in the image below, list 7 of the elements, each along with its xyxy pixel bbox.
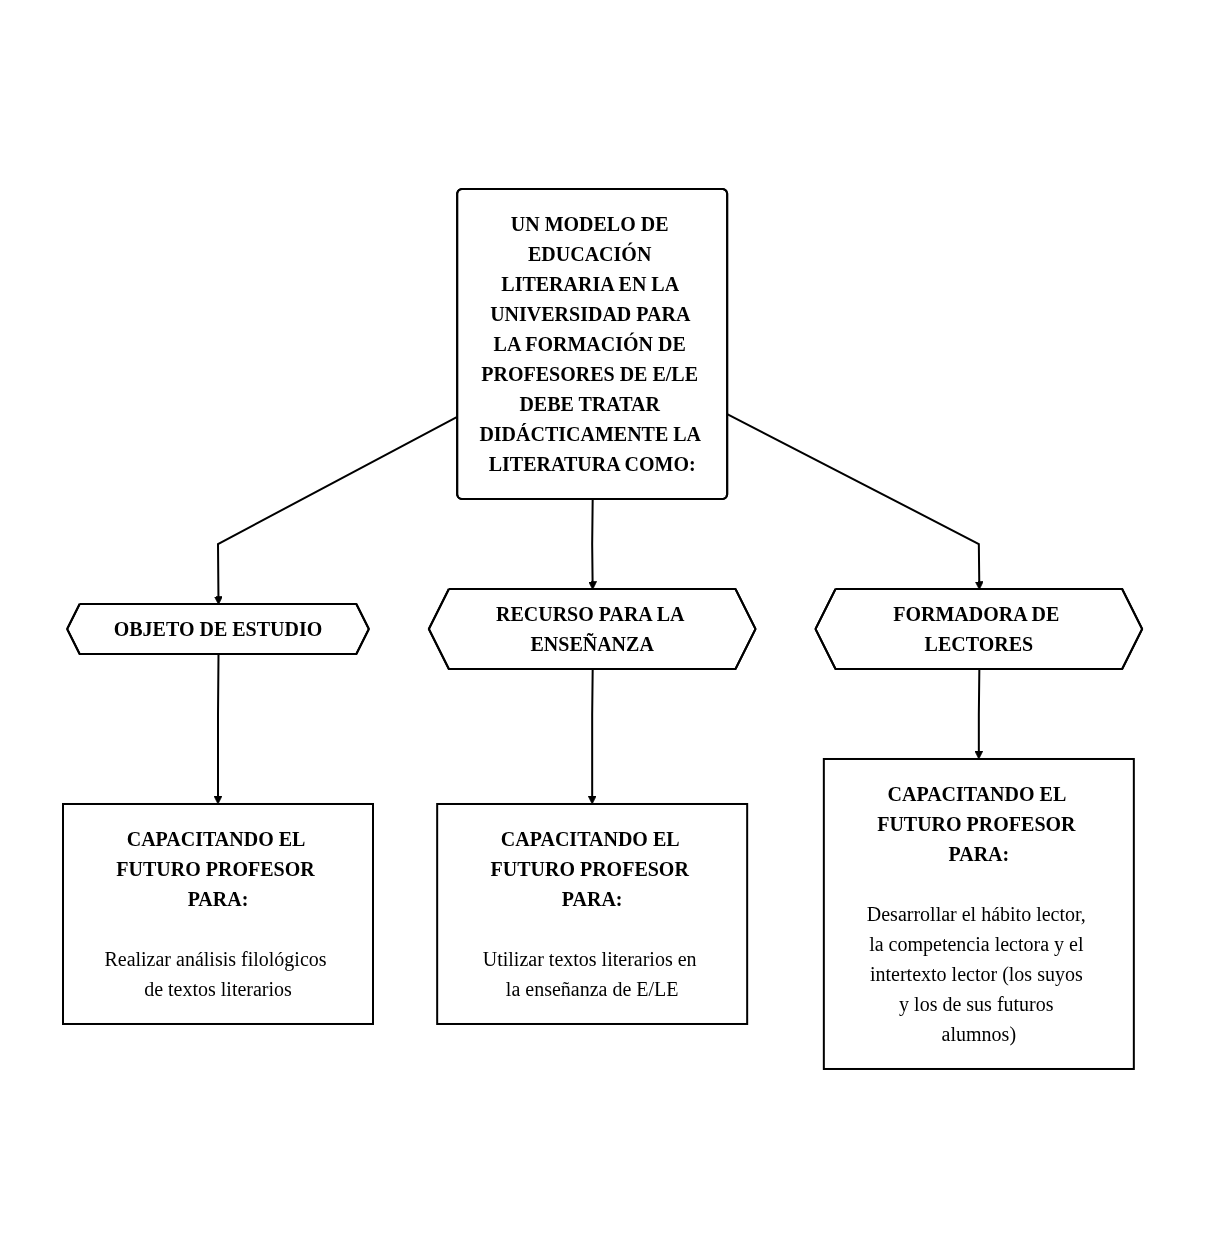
node-box: CAPACITANDO EL FUTURO PROFESOR PARA: Utilizar textos literarios en la enseñanza de E/LE bbox=[436, 803, 749, 1025]
arrow bbox=[587, 668, 597, 805]
node-box: CAPACITANDO EL FUTURO PROFESOR PARA: Desarrollar el hábito lector, la competencia lectora y el intertexto lector (los suyos y los de sus futuros alumnos) bbox=[822, 758, 1135, 1070]
arrow bbox=[974, 668, 984, 760]
arrow bbox=[213, 653, 223, 805]
arrow bbox=[588, 498, 597, 590]
node-box: CAPACITANDO EL FUTURO PROFESOR PARA: Realizar análisis filológicos de textos literarios bbox=[61, 803, 374, 1025]
